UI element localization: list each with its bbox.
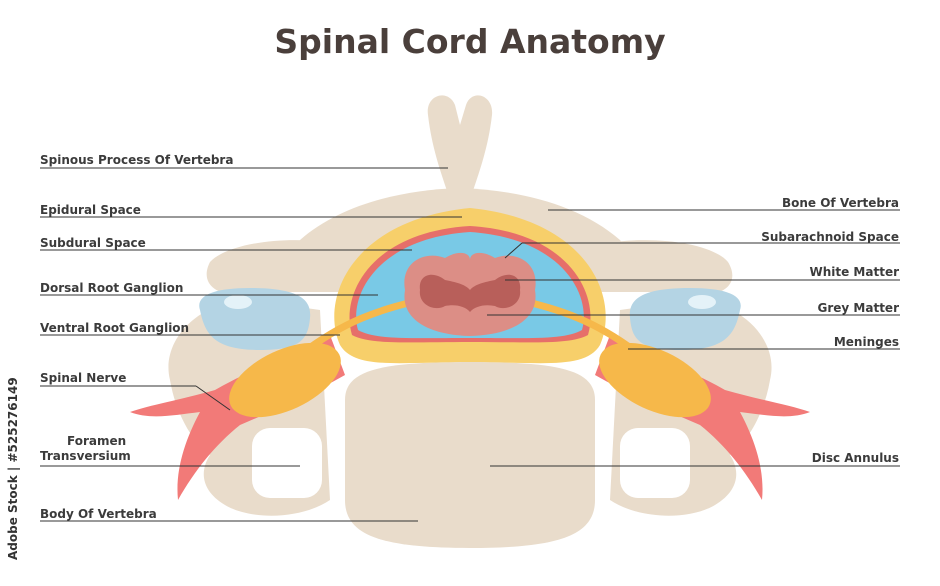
label-foramen-transversium: Foramen Transversium	[40, 434, 131, 464]
label-spinal-nerve: Spinal Nerve	[40, 371, 127, 385]
foramen-left	[252, 428, 322, 498]
label-subarachnoid-space: Subarachnoid Space	[761, 230, 899, 244]
leader-lines	[40, 167, 900, 522]
spinal-nerves	[130, 335, 810, 500]
grey-matter	[419, 274, 521, 312]
stock-watermark: Adobe Stock | #525276149	[6, 377, 20, 560]
label-bone-of-vertebra: Bone Of Vertebra	[781, 196, 899, 210]
label-body-of-vertebra: Body Of Vertebra	[40, 507, 157, 521]
diagram-title: Spinal Cord Anatomy	[274, 22, 666, 61]
foramen-right	[620, 428, 690, 498]
label-dorsal-root-ganglion: Dorsal Root Ganglion	[40, 281, 184, 295]
label-meninges: Meninges	[833, 335, 899, 349]
label-foramen-line2: Transversium	[40, 449, 131, 463]
label-grey-matter: Grey Matter	[817, 301, 899, 315]
label-subdural-space: Subdural Space	[40, 236, 146, 250]
ganglion-right	[599, 342, 711, 418]
ganglion-left	[229, 342, 341, 418]
label-ventral-root-ganglion: Ventral Root Ganglion	[40, 321, 190, 335]
label-spinous-process: Spinous Process Of Vertebra	[40, 153, 234, 167]
label-epidural-space: Epidural Space	[40, 203, 141, 217]
label-white-matter: White Matter	[809, 265, 899, 279]
label-disc-annulus: Disc Annulus	[811, 451, 899, 465]
label-foramen-line1: Foramen	[67, 434, 127, 448]
